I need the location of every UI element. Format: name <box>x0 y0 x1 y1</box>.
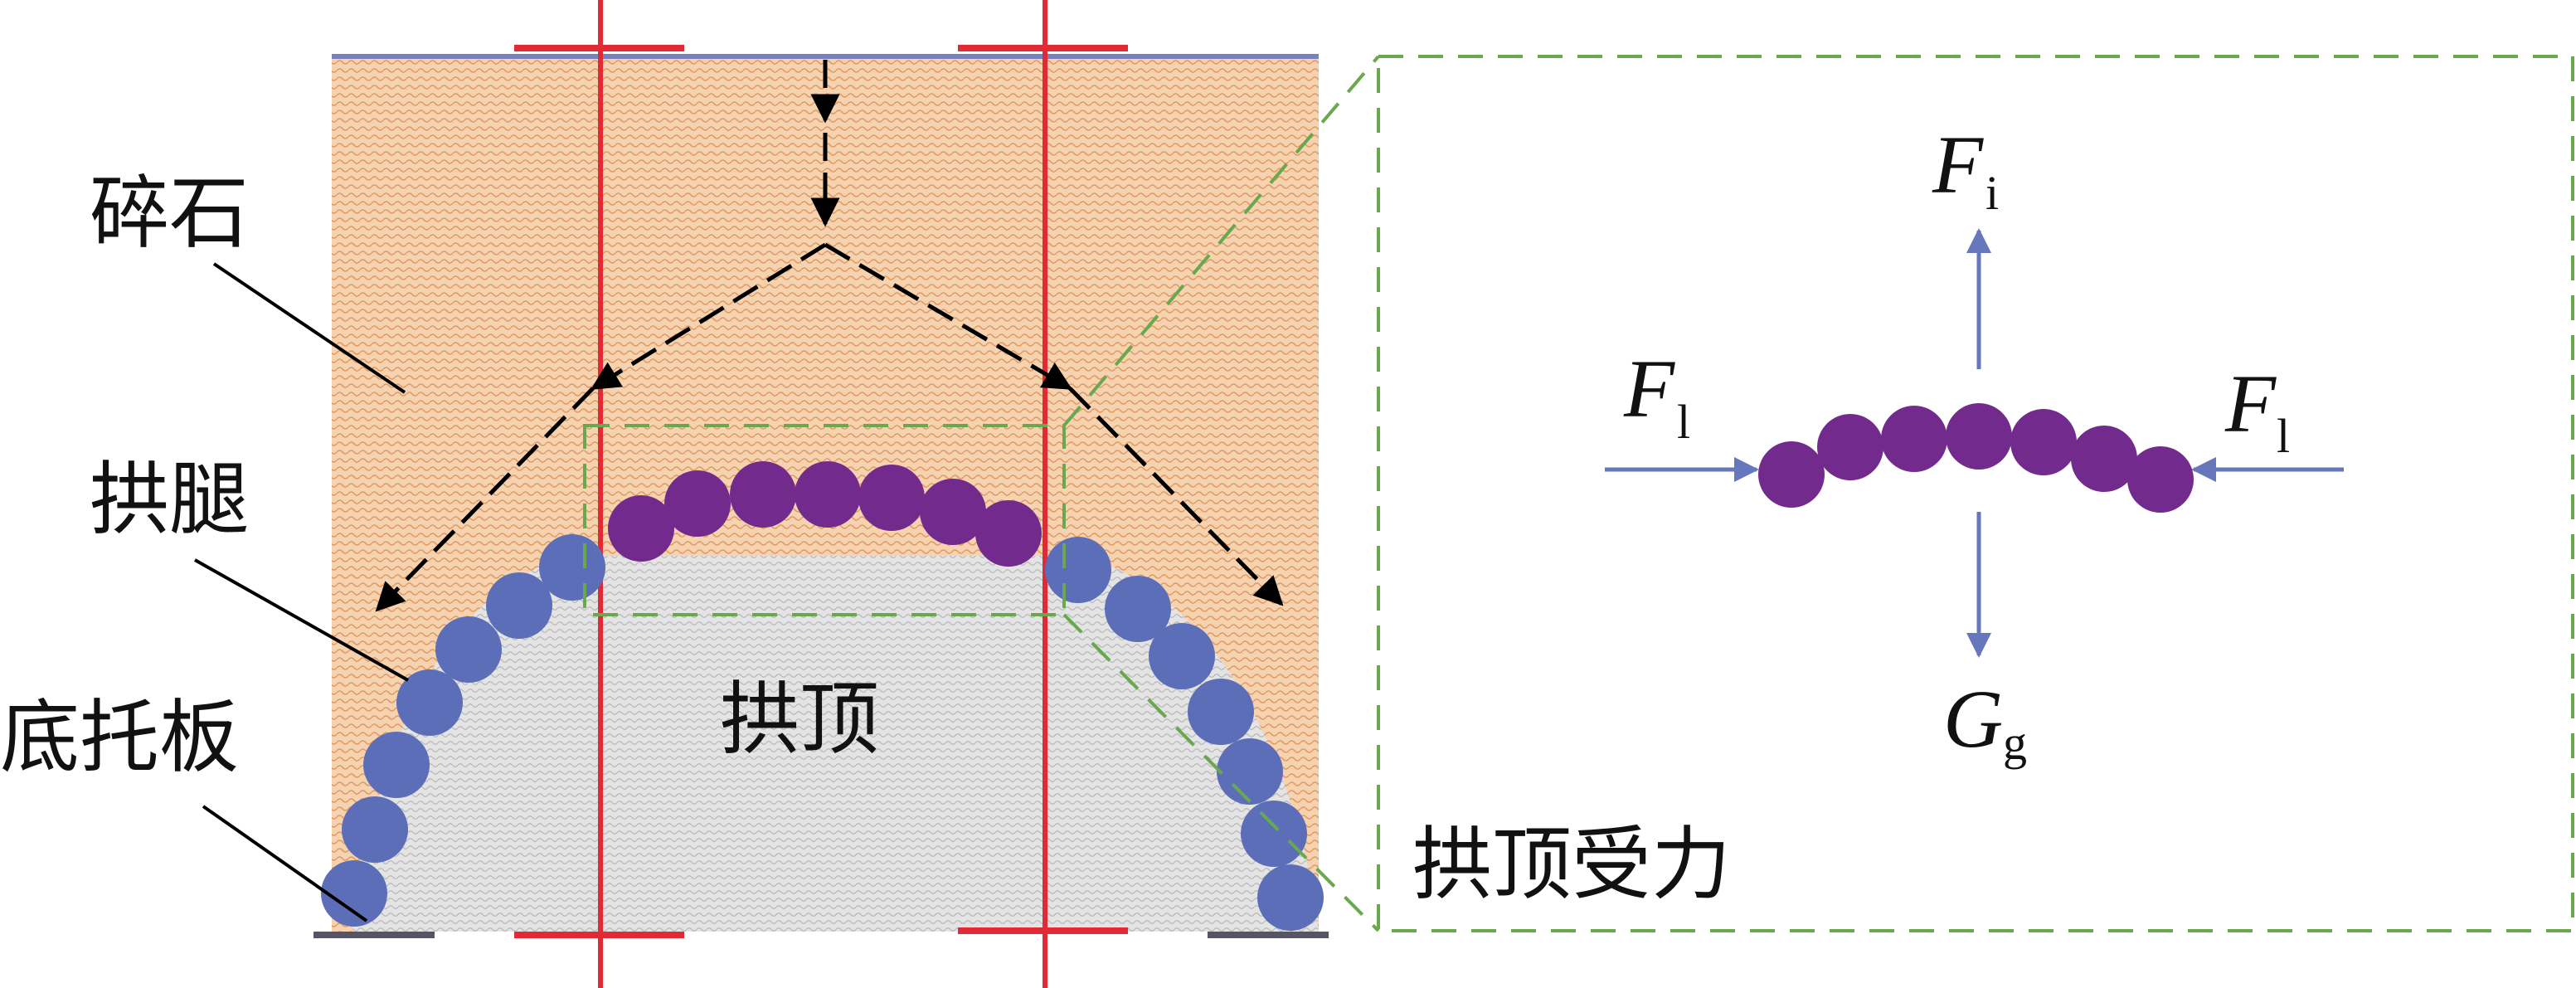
label-gravel: 碎石 <box>90 167 249 260</box>
arch-crown-particles <box>608 461 1042 567</box>
label-arch-leg: 拱腿 <box>90 453 249 546</box>
arch-leg-particles-left <box>321 534 605 927</box>
load-path-arrows <box>375 60 1284 612</box>
zoom-connector-bottom <box>1062 613 1380 932</box>
svg-text:F: F <box>1623 343 1675 435</box>
svg-text:l: l <box>2277 409 2290 463</box>
svg-text:g: g <box>2003 716 2027 770</box>
svg-text:l: l <box>1677 395 1690 449</box>
force-arrows <box>1605 228 2344 658</box>
label-base-plate: 底托板 <box>0 691 239 784</box>
svg-text:F: F <box>1932 119 1984 211</box>
force-label-right: F l <box>2224 358 2290 463</box>
soil-under-arch <box>352 556 1319 932</box>
svg-text:i: i <box>1985 166 1999 220</box>
leader-base-plate <box>202 805 368 922</box>
leader-gravel <box>212 262 406 394</box>
zoom-crown-particles <box>1758 403 2194 513</box>
zoom-panel <box>1377 55 2574 932</box>
force-label-left: F l <box>1623 343 1690 449</box>
svg-text:F: F <box>2224 358 2277 450</box>
label-arch-crown: 拱顶 <box>720 673 879 766</box>
label-crown-force: 拱顶受力 <box>1412 818 1731 911</box>
svg-text:G: G <box>1943 673 2003 765</box>
zoom-connector-top <box>1062 55 1380 427</box>
force-label-top: F i <box>1932 119 1999 220</box>
crown-selection-box <box>583 424 1066 616</box>
force-label-bottom: G g <box>1943 673 2027 770</box>
arch-leg-particles-right <box>1045 537 1324 931</box>
leader-arch-leg <box>194 558 409 682</box>
